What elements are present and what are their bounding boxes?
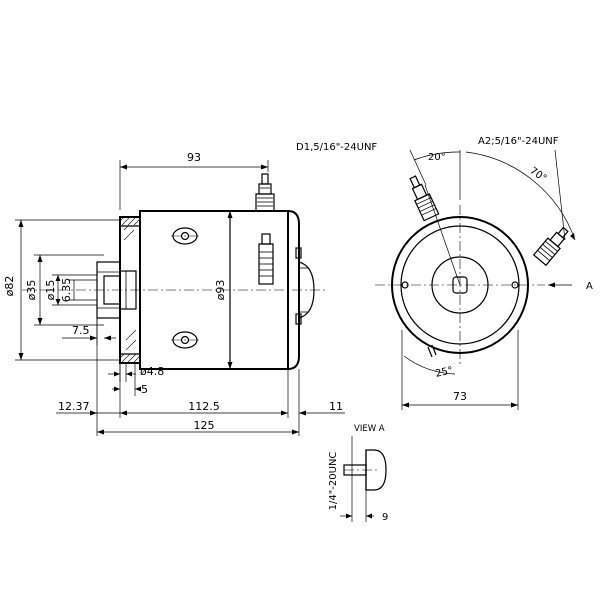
angle-arc-25 (403, 355, 456, 375)
label-angle-20: 20° (428, 152, 446, 163)
lower-bolt-boss (171, 331, 199, 349)
upper-bolt-boss (171, 227, 199, 245)
side-dimensions: 93 ø82 ø35 ø15 6.35 7.5 (3, 151, 345, 436)
label-view-arrow-a: A (586, 281, 593, 292)
dim-5: 5 (141, 383, 148, 396)
bolt-hole-right (511, 281, 519, 289)
dim-93-top: 93 (187, 151, 201, 164)
dim-d4-8: ø4.8 (140, 365, 164, 378)
view-a-detail: VIEW A 1/4"-20UNC 9 (328, 424, 388, 523)
flange-hatching (119, 216, 141, 363)
angle-arc-20 (413, 151, 461, 161)
label-a2: A2;5/16"-24UNF (478, 136, 559, 147)
dim-7-5: 7.5 (72, 324, 90, 337)
end-view-terminal-d1 (409, 175, 440, 222)
dim-112-5: 112.5 (188, 400, 220, 413)
dim-6-35: 6.35 (60, 278, 73, 303)
dim-73: 73 (453, 390, 467, 403)
terminal-stud-d1 (255, 173, 275, 212)
label-angle-25: 25° (434, 365, 454, 379)
dim-12-37: 12.37 (58, 400, 90, 413)
side-view (22, 173, 325, 370)
dim-d35: ø35 (25, 280, 38, 301)
dim-d15: ø15 (44, 280, 57, 301)
end-view (375, 149, 576, 375)
terminal-stud-a2 (258, 233, 274, 285)
end-view-labels: D1,5/16"-24UNF A2;5/16"-24UNF 20° 70° 25… (296, 136, 593, 410)
dim-11: 11 (329, 400, 343, 413)
angle-arc-70 (465, 151, 576, 241)
dim-9: 9 (382, 512, 388, 523)
bolt-hole-left (401, 281, 409, 289)
dim-125: 125 (194, 419, 215, 432)
label-thread: 1/4"-20UNC (328, 452, 339, 511)
dim-d82: ø82 (3, 276, 16, 297)
label-view-a: VIEW A (354, 424, 385, 434)
label-d1: D1,5/16"-24UNF (296, 142, 377, 153)
end-view-terminal-a2 (532, 226, 569, 267)
dim-d93-body: ø93 (214, 280, 227, 301)
view-a-dome (365, 449, 387, 491)
label-angle-70: 70° (528, 165, 549, 184)
